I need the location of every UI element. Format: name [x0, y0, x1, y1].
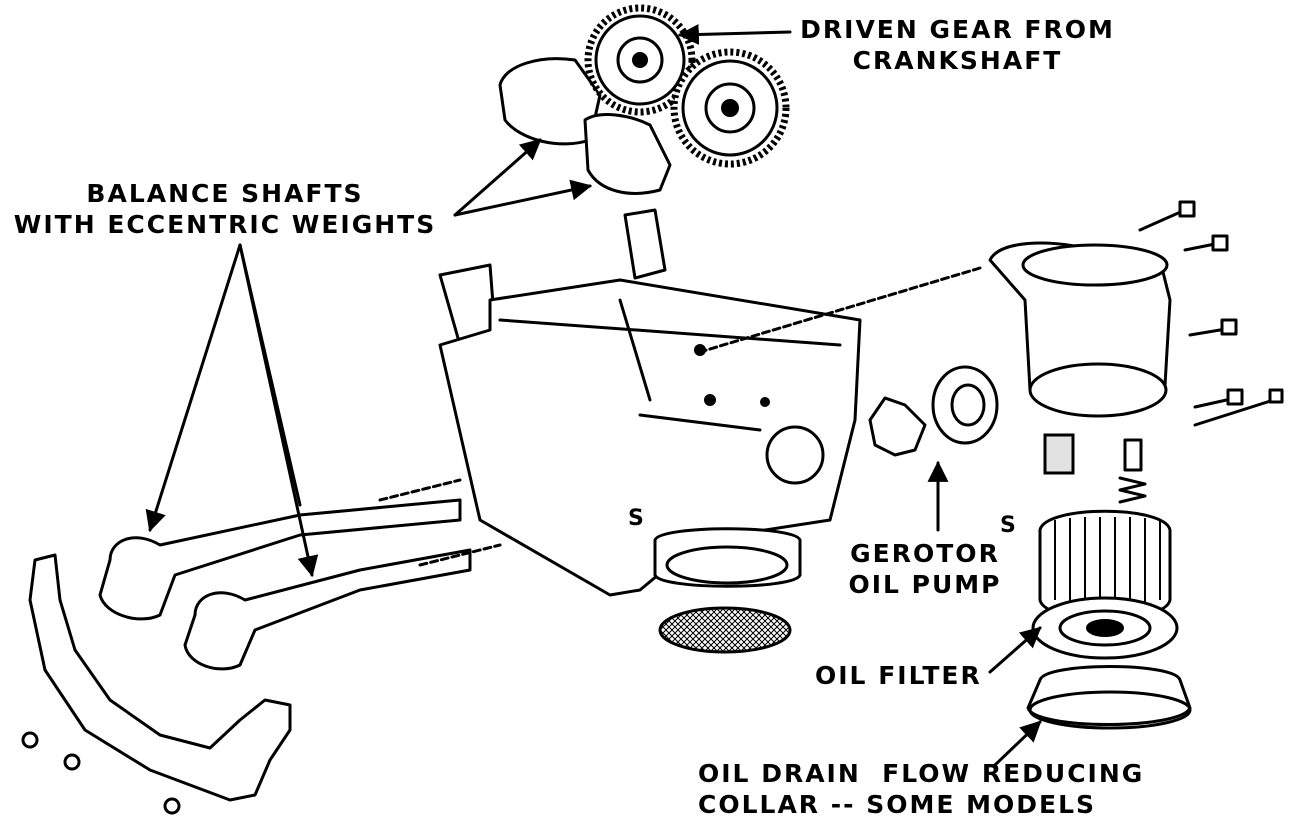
oil-filter-label: OIL FILTER — [815, 661, 982, 690]
driven-gear-assembly — [498, 4, 790, 195]
leader-lines — [145, 23, 1042, 767]
collar-label-line2: COLLAR -- SOME MODELS — [698, 790, 1097, 819]
relief-valves — [1043, 433, 1147, 504]
filter-adapter — [988, 241, 1172, 418]
marker-s-right: S — [1000, 513, 1018, 538]
marker-s-left: S — [628, 506, 646, 531]
collar-label-line1: OIL DRAIN FLOW REDUCING — [698, 759, 1145, 788]
gerotor-label-line2: OIL PUMP — [848, 570, 1002, 599]
driven-gear-label-line1: DRIVEN GEAR FROM — [800, 15, 1115, 44]
driven-gear-label: DRIVEN GEAR FROM CRANKSHAFT — [790, 14, 1125, 76]
flow-reducing-collar — [1026, 665, 1192, 730]
gerotor-label-line1: GEROTOR — [850, 539, 1000, 568]
oil-filter — [1031, 509, 1179, 660]
gerotor-label: GEROTOR OIL PUMP — [835, 538, 1015, 600]
balancer-housing — [438, 208, 862, 597]
balance-shafts — [98, 498, 472, 671]
gerotor-parts — [868, 365, 999, 457]
cover-plate — [21, 553, 292, 815]
oil-screen — [658, 606, 792, 654]
balance-shafts-label-line2: WITH ECCENTRIC WEIGHTS — [13, 210, 437, 239]
adapter-bolts — [1138, 200, 1284, 427]
collar-label: OIL DRAIN FLOW REDUCING COLLAR -- SOME M… — [698, 758, 1144, 820]
balance-shafts-label-line1: BALANCE SHAFTS — [86, 179, 364, 208]
balance-shafts-label: BALANCE SHAFTS WITH ECCENTRIC WEIGHTS — [5, 178, 445, 240]
driven-gear-label-line2: CRANKSHAFT — [852, 46, 1063, 75]
